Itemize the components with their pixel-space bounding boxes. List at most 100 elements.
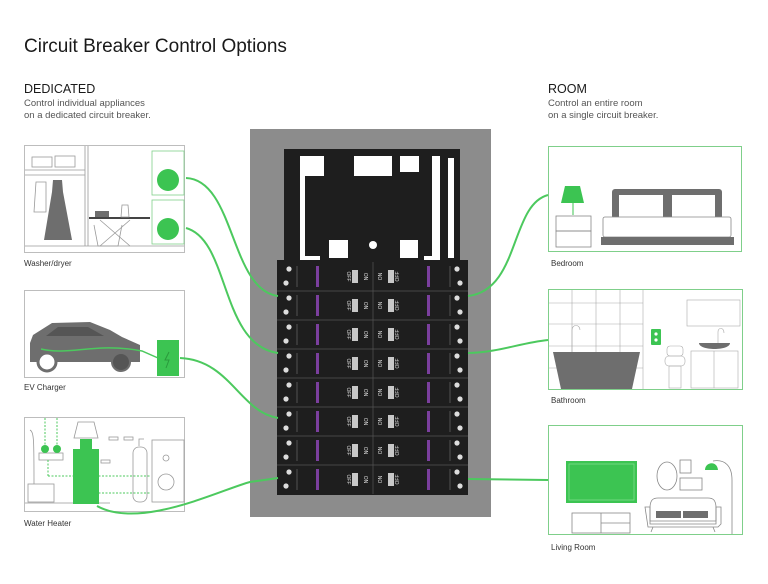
car-charge-line bbox=[40, 347, 159, 359]
screw-icon bbox=[286, 324, 292, 330]
switch-label-off[interactable]: OFF bbox=[345, 475, 351, 485]
breaker-row: OFF ON ON OFF bbox=[277, 464, 468, 490]
switch-label-on[interactable]: ON bbox=[362, 360, 368, 368]
switch-label-off[interactable]: OFF bbox=[395, 359, 401, 369]
breaker-handle-right bbox=[427, 440, 430, 461]
breaker-toggle-switch-right[interactable] bbox=[388, 473, 394, 486]
screw-icon bbox=[286, 266, 292, 272]
living-room-caption: Living Room bbox=[551, 543, 596, 552]
breaker-toggle-switch-left[interactable] bbox=[352, 357, 358, 370]
breaker-row: OFF ON ON OFF bbox=[277, 377, 468, 403]
screw-icon bbox=[457, 280, 463, 286]
breaker-handle-left bbox=[316, 266, 319, 287]
switch-label-on[interactable]: ON bbox=[362, 447, 368, 455]
switch-label-off[interactable]: OFF bbox=[345, 330, 351, 340]
switch-label-on[interactable]: ON bbox=[378, 388, 384, 396]
switch-label-on[interactable]: ON bbox=[378, 359, 384, 367]
dedicated-description-line2: on a dedicated circuit breaker. bbox=[24, 110, 151, 121]
switch-label-on[interactable]: ON bbox=[362, 273, 368, 281]
breaker-toggle-switch-left[interactable] bbox=[352, 328, 358, 341]
breaker-toggle-switch-right[interactable] bbox=[388, 357, 394, 370]
breaker-toggle-switch-left[interactable] bbox=[352, 386, 358, 399]
switch-label-off[interactable]: OFF bbox=[395, 475, 401, 485]
breaker-handle-right bbox=[427, 353, 430, 374]
switch-label-on[interactable]: ON bbox=[362, 331, 368, 339]
switch-label-off[interactable]: OFF bbox=[345, 272, 351, 282]
wire-bedroom bbox=[467, 194, 549, 297]
switch-label-on[interactable]: ON bbox=[362, 302, 368, 310]
switch-label-off[interactable]: OFF bbox=[345, 359, 351, 369]
screw-icon bbox=[286, 411, 292, 417]
switch-label-on[interactable]: ON bbox=[378, 446, 384, 454]
switch-label-off[interactable]: OFF bbox=[395, 446, 401, 456]
switch-label-on[interactable]: ON bbox=[378, 272, 384, 280]
breaker-handle-left bbox=[316, 411, 319, 432]
pillow-left-icon bbox=[619, 195, 663, 217]
breaker-toggle-switch-left[interactable] bbox=[352, 299, 358, 312]
switch-label-off[interactable]: OFF bbox=[395, 417, 401, 427]
screw-icon bbox=[454, 469, 460, 475]
breaker-toggle-switch-right[interactable] bbox=[388, 328, 394, 341]
dedicated-description: Control individual appliances on a dedic… bbox=[24, 98, 224, 122]
switch-label-off[interactable]: OFF bbox=[395, 272, 401, 282]
breaker-frame bbox=[277, 260, 468, 495]
room-heading: ROOM bbox=[548, 82, 587, 96]
breaker-handle-left bbox=[316, 382, 319, 403]
breaker-toggle-switch-left[interactable] bbox=[352, 473, 358, 486]
switch-label-off[interactable]: OFF bbox=[395, 301, 401, 311]
breaker-handle-right bbox=[427, 411, 430, 432]
switch-label-on[interactable]: ON bbox=[378, 330, 384, 338]
pillow-right-icon bbox=[672, 195, 715, 217]
breaker-toggle-switch-right[interactable] bbox=[388, 270, 394, 283]
water-heater-tank-icon bbox=[73, 449, 99, 504]
dedicated-heading: DEDICATED bbox=[24, 82, 96, 96]
bathroom-caption: Bathroom bbox=[551, 396, 586, 405]
switch-label-off[interactable]: OFF bbox=[345, 417, 351, 427]
screw-icon bbox=[454, 295, 460, 301]
breaker-handle-left bbox=[316, 440, 319, 461]
breaker-toggle-switch-left[interactable] bbox=[352, 444, 358, 457]
iron-icon bbox=[95, 211, 109, 217]
bed-frame-icon bbox=[601, 237, 734, 245]
page-title: Circuit Breaker Control Options bbox=[24, 36, 287, 57]
breaker-toggle-switch-left[interactable] bbox=[352, 415, 358, 428]
nightstand-icon bbox=[555, 215, 592, 248]
breaker-row: OFF ON ON OFF bbox=[277, 319, 468, 345]
screw-icon bbox=[286, 469, 292, 475]
breaker-row: OFF ON ON OFF bbox=[277, 435, 468, 461]
breaker-toggle-switch-left[interactable] bbox=[352, 270, 358, 283]
screw-icon bbox=[454, 382, 460, 388]
screw-icon bbox=[283, 483, 289, 489]
ev-charger-caption: EV Charger bbox=[24, 383, 66, 392]
wire-water-heater bbox=[96, 477, 279, 515]
switch-label-off[interactable]: OFF bbox=[395, 330, 401, 340]
switch-label-on[interactable]: ON bbox=[362, 476, 368, 484]
water-heater-caption: Water Heater bbox=[24, 519, 72, 528]
breaker-toggle-switch-right[interactable] bbox=[388, 444, 394, 457]
breaker-toggle-switch-right[interactable] bbox=[388, 415, 394, 428]
screw-icon bbox=[283, 454, 289, 460]
switch-label-on[interactable]: ON bbox=[378, 417, 384, 425]
ev-charger-station-icon bbox=[157, 340, 179, 376]
screw-icon bbox=[454, 266, 460, 272]
switch-label-on[interactable]: ON bbox=[362, 389, 368, 397]
breaker-handle-left bbox=[316, 295, 319, 316]
switch-label-off[interactable]: OFF bbox=[345, 301, 351, 311]
switch-label-on[interactable]: ON bbox=[378, 475, 384, 483]
switch-label-off[interactable]: OFF bbox=[395, 388, 401, 398]
breaker-handle-left bbox=[316, 469, 319, 490]
breaker-row: OFF ON ON OFF bbox=[277, 290, 468, 316]
switch-label-on[interactable]: ON bbox=[362, 418, 368, 426]
switch-label-off[interactable]: OFF bbox=[345, 388, 351, 398]
water-pipes bbox=[44, 418, 150, 494]
screw-icon bbox=[283, 309, 289, 315]
floor-lamp-shade-icon bbox=[705, 463, 718, 470]
breaker-toggle-switch-right[interactable] bbox=[388, 299, 394, 312]
wire-bathroom bbox=[467, 339, 549, 354]
breaker-toggle-switch-right[interactable] bbox=[388, 386, 394, 399]
switch-label-on[interactable]: ON bbox=[378, 301, 384, 309]
switch-label-off[interactable]: OFF bbox=[345, 446, 351, 456]
screw-icon bbox=[283, 425, 289, 431]
lamp-shade-icon bbox=[561, 186, 584, 203]
screw-icon bbox=[286, 353, 292, 359]
